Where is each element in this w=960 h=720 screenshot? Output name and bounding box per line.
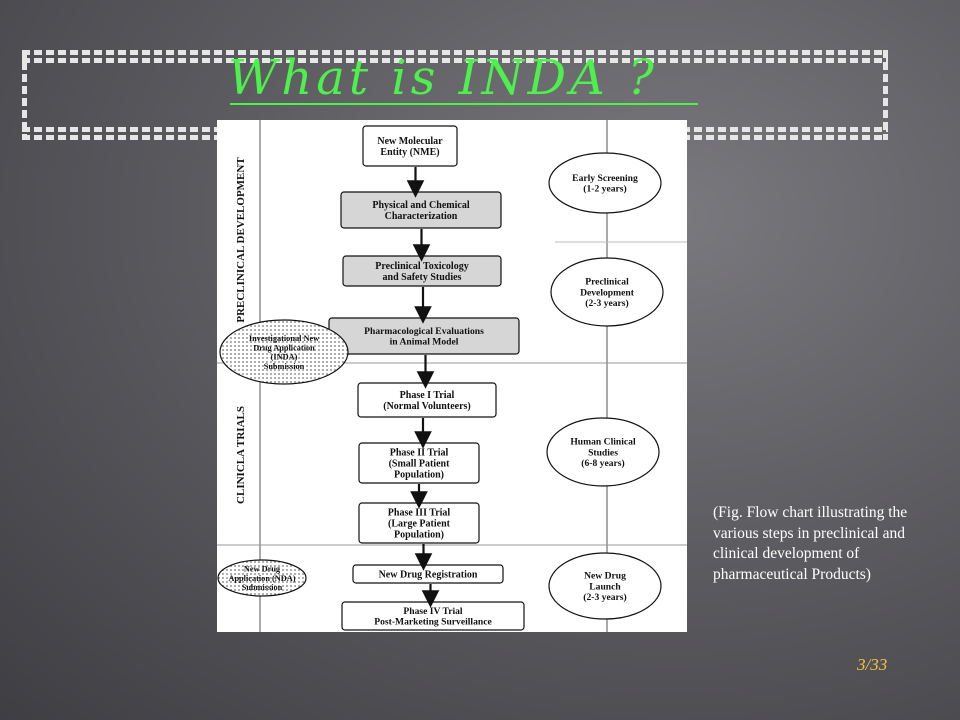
submission-ellipse-nda-text-line-1: New Drug [244, 565, 281, 574]
stage-ellipse-launch-text-line-3: (2-3 years) [583, 592, 626, 603]
process-box-phase2-text-line-3: Population) [394, 470, 444, 481]
stage-ellipse-precl-text-line-2: Development [580, 287, 635, 298]
stage-ellipse-precl-text-line-1: Preclinical [585, 277, 629, 288]
process-box-phase2-text-line-1: Phase II Trial [390, 447, 449, 458]
phase-label-preclinical: PRECLINICAL DEVELOPMENT [235, 157, 247, 323]
submission-ellipse-inda-text-line-4: Submission [264, 362, 305, 371]
process-box-phase4-text-line-2: Post-Marketing Surveillance [374, 617, 492, 628]
stage-ellipse-precl [550, 257, 664, 327]
stage-ellipse-human-text-line-2: Studies [588, 447, 618, 458]
stage-ellipse-early-text-line-1: Early Screening [572, 173, 638, 184]
process-box-physchem-text-line-1: Physical and Chemical [372, 200, 469, 211]
flowchart-svg: PRECLINICAL DEVELOPMENT CLINICLA TRIALS Ne… [217, 120, 687, 632]
process-box-phase3-text-line-2: (Large Patient [388, 519, 451, 530]
process-box-phase3-text-line-3: Population) [394, 530, 444, 541]
stage-ellipse-early-text-line-2: (1-2 years) [583, 184, 626, 195]
frame-dash-right [883, 50, 888, 140]
slide-title: What is INDA ? [228, 50, 658, 106]
page-number: 3/33 [857, 655, 888, 674]
stage-ellipse-human [546, 417, 660, 487]
stage-ellipse-launch [548, 552, 662, 620]
process-box-phase3-text-line-1: Phase III Trial [388, 507, 451, 518]
process-box-phase2-text-line-2: (Small Patient [389, 459, 450, 470]
submission-ellipse-nda-text-line-2: Application (NDA) [228, 574, 295, 583]
figure-caption: (Fig. Flow chart illustrating the variou… [713, 504, 908, 583]
submission-ellipse-nda-text-line-3: Submission [242, 583, 283, 592]
stage-ellipse-early [548, 152, 662, 214]
process-box-tox-text-line-2: and Safety Studies [383, 272, 462, 283]
process-box-nme-text-line-2: Entity (NME) [380, 147, 439, 158]
submission-ellipse-nda [217, 559, 307, 597]
process-box-physchem-text-line-2: Characterization [385, 211, 458, 222]
phase-label-clinical: CLINICLA TRIALS [235, 406, 247, 504]
flowchart-figure: PRECLINICAL DEVELOPMENT CLINICLA TRIALS Ne… [217, 120, 687, 632]
stage-ellipse-launch-text-line-1: New Drug [584, 571, 626, 582]
submission-ellipse-inda-text-line-2: Drug Application [253, 343, 315, 352]
process-box-phase1-text-line-2: (Normal Volunteers) [383, 401, 471, 412]
frame-dash-top-inner [22, 58, 888, 63]
submission-ellipse-inda-text-line-3: (INDA) [271, 353, 298, 362]
process-box-phase4-text-line-1: Phase IV Trial [403, 606, 463, 617]
stage-ellipse-human-text-line-3: (6-8 years) [581, 458, 624, 469]
stage-ellipse-human-text-line-1: Human Clinical [570, 437, 636, 448]
process-box-nme [362, 125, 458, 167]
frame-dash-left [22, 50, 27, 140]
submission-ellipse-inda-text-line-1: Investigational New [249, 334, 319, 343]
process-box-phase1-text-line-1: Phase I Trial [400, 390, 455, 401]
process-box-pharm-text-line-2: in Animal Model [390, 337, 459, 348]
frame-dash-top-outer [22, 50, 888, 55]
submission-ellipse-inda [219, 319, 349, 385]
stage-ellipse-launch-text-line-2: Launch [589, 581, 621, 592]
stage-ellipse-precl-text-line-3: (2-3 years) [585, 298, 628, 309]
process-box-ndr-text-line-1: New Drug Registration [379, 570, 478, 581]
process-box-pharm-text-line-1: Pharmacological Evaluations [364, 326, 484, 337]
title-underline [230, 103, 698, 105]
process-box-nme-text-line-1: New Molecular [377, 136, 443, 147]
process-box-tox-text-line-1: Preclinical Toxicology [375, 261, 468, 272]
